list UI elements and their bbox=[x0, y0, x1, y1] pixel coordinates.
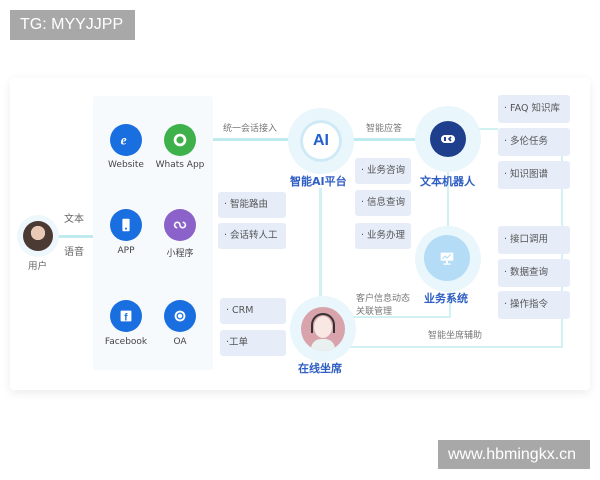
online-agent-node[interactable] bbox=[301, 307, 345, 351]
watermark-top: TG: MYYJJPP bbox=[10, 10, 135, 40]
connector-agent-to-business bbox=[340, 316, 450, 318]
user-avatar bbox=[23, 221, 53, 251]
connector-business-vertical bbox=[449, 278, 451, 318]
watermark-bottom: www.hbmingkx.cn bbox=[438, 440, 590, 469]
channel-website[interactable]: e bbox=[110, 124, 142, 156]
channel-oa[interactable] bbox=[164, 300, 196, 332]
ai-service-handle: · 业务办理 bbox=[355, 223, 411, 249]
agent-feature-ticket: ·工单 bbox=[220, 330, 286, 356]
oa-icon bbox=[174, 310, 186, 322]
input-mode-text: 文本 bbox=[64, 214, 84, 225]
connector-ai-to-robot bbox=[350, 138, 420, 141]
connector-user-to-channels bbox=[55, 235, 97, 238]
channel-facebook[interactable]: f bbox=[110, 300, 142, 332]
business-system-title: 业务系统 bbox=[424, 292, 468, 305]
business-feature-api-call: · 接口调用 bbox=[498, 226, 570, 254]
headset-icon bbox=[311, 313, 335, 333]
mobile-app-icon bbox=[122, 218, 130, 232]
facebook-icon: f bbox=[120, 310, 132, 324]
business-system-node[interactable] bbox=[424, 235, 470, 281]
connector-agent-assist-bottom bbox=[350, 346, 562, 348]
ai-service-query: · 信息查询 bbox=[355, 190, 411, 216]
robot-feature-multi-turn: · 多伦任务 bbox=[498, 128, 570, 156]
agent-body bbox=[311, 339, 335, 351]
connector-ai-to-agent bbox=[319, 188, 322, 306]
channel-app-label: APP bbox=[117, 246, 135, 256]
channel-facebook-label: Facebook bbox=[104, 337, 148, 347]
edge-label-customer-info-2: 关联管理 bbox=[356, 307, 393, 317]
ai-icon: AI bbox=[313, 132, 329, 149]
robot-icon bbox=[441, 135, 455, 143]
edge-label-agent-assist: 智能坐席辅助 bbox=[428, 331, 483, 341]
business-feature-data-query: · 数据查询 bbox=[498, 259, 570, 287]
svg-text:f: f bbox=[124, 313, 128, 324]
text-robot-node[interactable] bbox=[430, 121, 466, 157]
edge-label-customer-info-1: 客户信息动态 bbox=[356, 294, 411, 304]
channel-website-label: Website bbox=[108, 160, 144, 170]
edge-label-smart-answer: 智能应答 bbox=[366, 124, 403, 134]
online-agent-title: 在线坐席 bbox=[298, 362, 342, 375]
channel-app[interactable] bbox=[110, 209, 142, 241]
ai-platform-title: 智能AI平台 bbox=[290, 175, 347, 188]
edge-label-unified-access: 统一会话接入 bbox=[223, 124, 278, 134]
channel-oa-label: OA bbox=[173, 337, 187, 347]
whatsapp-icon bbox=[173, 133, 187, 147]
architecture-diagram: 用户 文本 语音 e Website Whats App APP 小程序 f F… bbox=[10, 78, 590, 390]
ai-platform-node[interactable]: AI bbox=[300, 120, 342, 162]
svg-text:e: e bbox=[121, 133, 127, 148]
robot-feature-faq: · FAQ 知识库 bbox=[498, 95, 570, 123]
ie-browser-icon: e bbox=[121, 133, 127, 148]
user-label: 用户 bbox=[28, 261, 48, 272]
mini-program-icon bbox=[173, 221, 187, 229]
connector-channels-to-ai bbox=[213, 138, 293, 141]
business-feature-operation: · 操作指令 bbox=[498, 291, 570, 319]
connector-robot-branch bbox=[478, 128, 498, 130]
monitor-chart-icon bbox=[440, 252, 454, 265]
channel-mini-program-label: 小程序 bbox=[166, 249, 194, 259]
text-robot-title: 文本机器人 bbox=[420, 175, 475, 188]
robot-feature-knowledge-graph: · 知识图谱 bbox=[498, 161, 570, 189]
input-mode-voice: 语音 bbox=[64, 247, 84, 258]
agent-feature-crm: · CRM bbox=[220, 298, 286, 324]
channel-mini-program[interactable] bbox=[164, 209, 196, 241]
channel-whatsapp[interactable] bbox=[164, 124, 196, 156]
connector-robot-to-business bbox=[447, 163, 449, 243]
ai-feature-smart-routing: · 智能路由 bbox=[218, 192, 286, 218]
channel-whatsapp-label: Whats App bbox=[155, 160, 205, 170]
ai-feature-transfer-human: · 会话转人工 bbox=[218, 223, 286, 249]
ai-service-consult: · 业务咨询 bbox=[355, 158, 411, 184]
